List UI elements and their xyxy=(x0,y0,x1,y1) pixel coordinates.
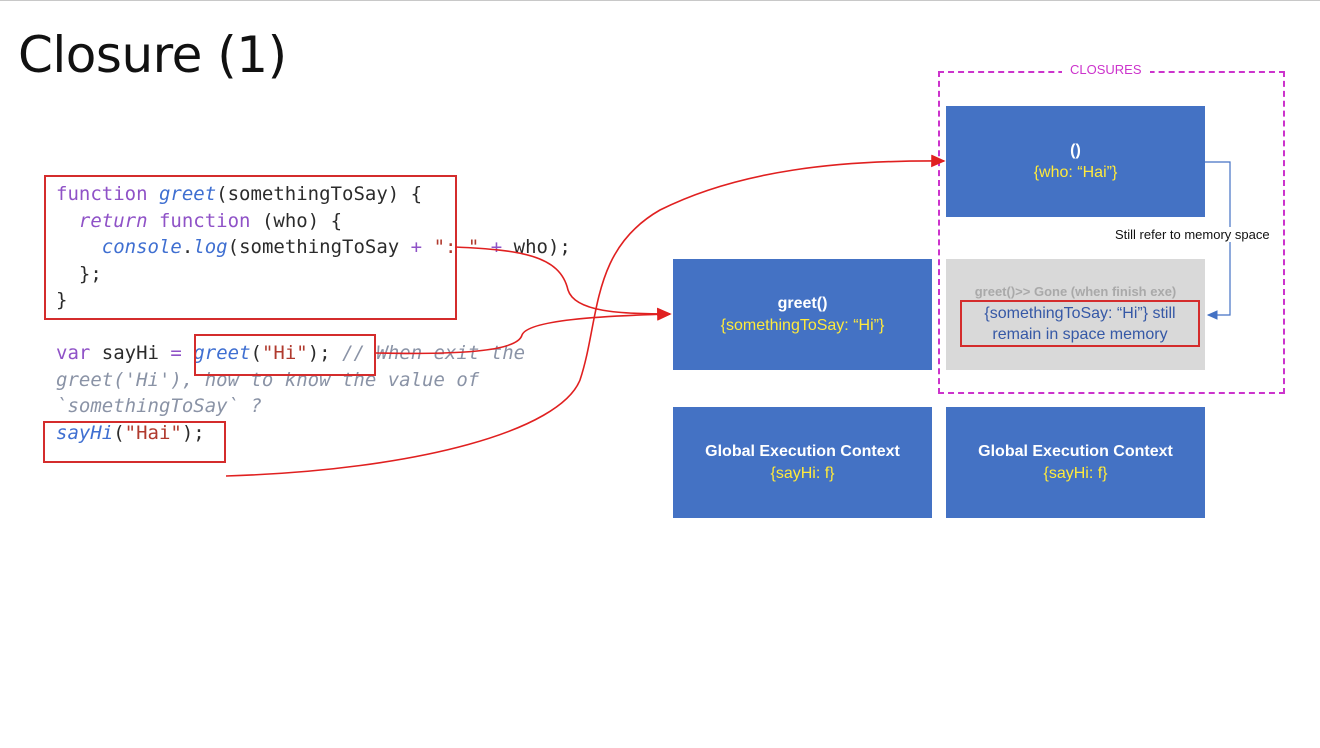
code-line-5: } xyxy=(56,289,68,311)
code-line-9: sayHi("Hai"); xyxy=(56,421,205,444)
code-line-2: return function (who) { xyxy=(78,209,343,232)
greet-gone-context: greet()>> Gone (when finish exe) {someth… xyxy=(946,259,1205,370)
memory-reference-label: Still refer to memory space xyxy=(1115,227,1270,242)
highlight-sayhi-call-box xyxy=(43,421,226,463)
greet-context-title: greet() xyxy=(777,294,828,312)
global-right-title: Global Execution Context xyxy=(978,442,1173,460)
code-line-3: console.log(somethingToSay + ": " + who)… xyxy=(101,236,571,258)
greet-context-value: {somethingToSay: “Hi”} xyxy=(720,316,885,334)
greet-execution-context: greet() {somethingToSay: “Hi”} xyxy=(673,259,932,370)
closures-label: CLOSURES xyxy=(1062,62,1150,77)
anonymous-context-value: {who: “Hai”} xyxy=(1033,163,1118,181)
anonymous-context-title: () xyxy=(1070,141,1081,159)
anonymous-function-context: () {who: “Hai”} xyxy=(946,106,1205,217)
global-left-value: {sayHi: f} xyxy=(770,464,835,482)
global-execution-context-right: Global Execution Context {sayHi: f} xyxy=(946,407,1205,518)
arrow-sayhi-to-anonymous-context xyxy=(225,154,946,477)
top-rule xyxy=(0,0,1320,1)
slide-title: Closure (1) xyxy=(18,26,287,84)
global-execution-context-left: Global Execution Context {sayHi: f} xyxy=(673,407,932,518)
code-line-6: var sayHi = greet("Hi"); // When exit th… xyxy=(56,342,526,364)
global-right-value: {sayHi: f} xyxy=(1043,464,1108,482)
gone-context-value: {somethingToSay: “Hi”} still remain in s… xyxy=(960,300,1200,347)
code-line-4: }; xyxy=(78,262,102,285)
highlight-greet-call-box xyxy=(194,334,376,376)
code-line-8: `somethingToSay` ? xyxy=(56,395,262,417)
code-greet-function: function greet(somethingToSay) { return … xyxy=(56,181,571,314)
gone-context-title: greet()>> Gone (when finish exe) xyxy=(974,284,1177,299)
global-left-title: Global Execution Context xyxy=(705,442,900,460)
code-line-1: function greet(somethingToSay) { xyxy=(56,183,423,205)
arrow-function-to-greet-context xyxy=(454,246,672,321)
arrow-greet-call-to-greet-context xyxy=(375,307,672,355)
